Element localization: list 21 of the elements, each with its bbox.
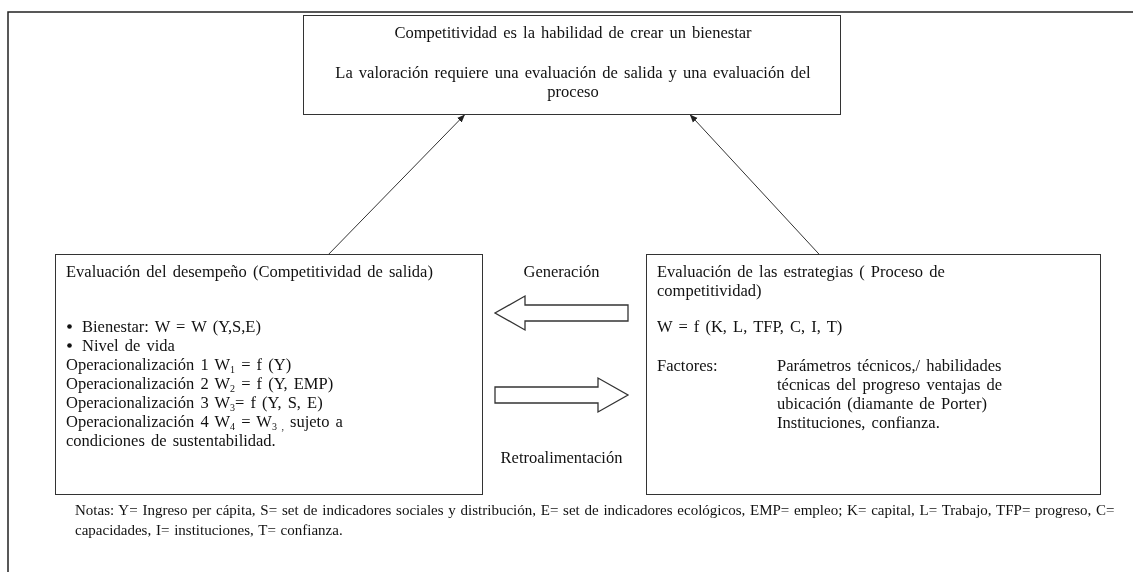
box-text: Operacionalización 4 W$_{4}$ = W$_{3 ,}$ sujeto a condiciones de sustentabilidad. [66,412,344,450]
note-text: Notas: Y= Ingreso per cápita, S= set de indicadores sociales y distribución, E= set de indicadores ecológicos, EMP= empleo; K= capital, L= Trabajo, TFP= progreso, C= capacidades, I= instituciones, T= confianza. [75,501,1116,540]
block-arrow [494,376,630,414]
evaluation-box [646,254,1101,495]
box-heading: Competitividad es la habilidad de crear un bienestar [393,23,753,42]
box-text: Parámetros técnicos,/ habilidades técnicas del progreso ventajas de ubicación (diamante de Porter) Instituciones, confianza. [777,356,1004,432]
box-text: Operacionalización 1 W$_{1}$ = f (Y) [66,355,293,374]
arrow [328,114,465,255]
block-arrow [493,294,629,332]
box-text: Factores: [657,356,719,375]
box-text: Bienestar: W = W (Y,S,E) [82,317,262,336]
box-text: Operacionalización 3 W$_{3}$= f (Y, S, E) [66,393,324,412]
box-text: W = f (K, L, TFP, C, I, T) [657,317,844,336]
box-text: Nivel de vida [82,336,176,355]
box-text: Operacionalización 2 W$_{2}$ = f (Y, EMP) [66,374,335,393]
evaluation-box [55,254,483,495]
box-text: La valoración requiere una evaluación de salida y una evaluación del proceso [334,63,812,101]
arrow [689,114,820,255]
box-heading: Evaluación del desempeño (Competitividad de salida) [66,262,434,281]
definition-box [303,15,841,115]
box-heading: Evaluación de las estrategias ( Proceso de competitividad) [657,262,946,300]
